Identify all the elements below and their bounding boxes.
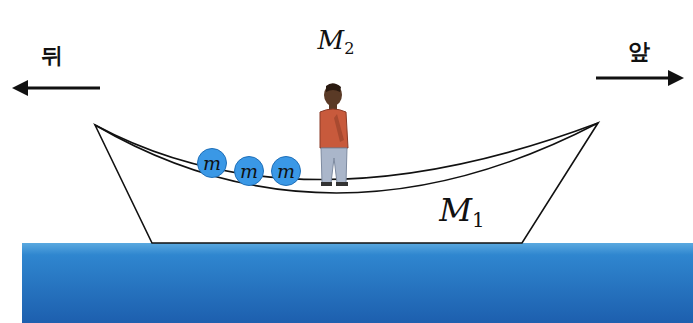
water	[22, 243, 693, 323]
front-arrowhead	[668, 70, 684, 86]
mass-label: M1	[439, 194, 484, 231]
direction-label: 뒤	[41, 45, 63, 67]
mass-symbol: m	[240, 162, 258, 181]
mass-symbol: m	[203, 154, 221, 173]
mass-ball: m	[234, 156, 264, 186]
mass-ball: m	[197, 148, 227, 178]
mass-ball: m	[271, 156, 301, 186]
back-arrowhead	[12, 80, 28, 96]
person	[320, 83, 348, 186]
direction-label: 앞	[628, 41, 650, 63]
back-arrow	[24, 87, 100, 90]
mass-symbol: m	[277, 162, 295, 181]
mass-label: M2	[318, 27, 355, 57]
front-arrow	[596, 77, 672, 80]
